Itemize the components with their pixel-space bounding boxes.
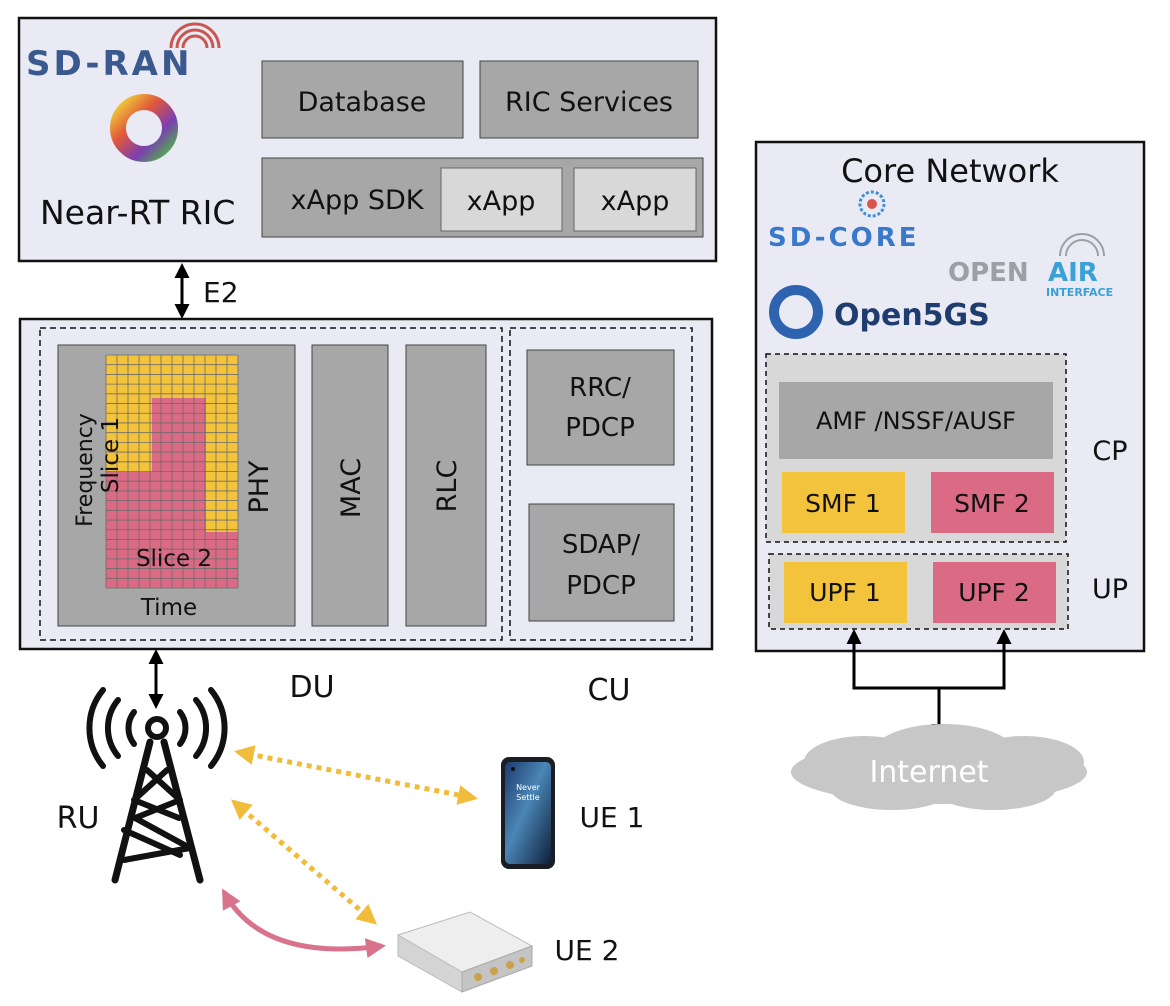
xapp-sdk-block: xApp SDK xApp xApp bbox=[261, 157, 704, 238]
oai-signal-icon bbox=[1059, 233, 1105, 257]
database-label: Database bbox=[298, 87, 427, 118]
open5gs-logo: Open5GS bbox=[769, 285, 990, 339]
internet-cloud-icon bbox=[791, 724, 1087, 810]
core-network-panel: Core Network SD-CORE OPEN AIR INTERFACE … bbox=[754, 140, 1146, 653]
mac-block: MAC bbox=[311, 344, 389, 627]
sdap-label: SDAP/ bbox=[562, 530, 641, 560]
sdcore-logo-text: SD-CORE bbox=[768, 223, 920, 253]
near-rt-ric-panel: SD-RAN Near-RT RIC Database RIC Services… bbox=[17, 16, 718, 263]
sdap-pdcp-block: SDAP/ PDCP bbox=[528, 503, 675, 622]
rrc-pdcp-label: PDCP bbox=[565, 413, 635, 443]
cu-label: CU bbox=[588, 673, 631, 708]
time-axis-label: Time bbox=[140, 595, 197, 621]
sdcore-logo: SD-CORE bbox=[768, 190, 920, 253]
ue1-wireless-link bbox=[234, 745, 478, 805]
cp-label: CP bbox=[1092, 436, 1127, 467]
rrc-label: RRC/ bbox=[569, 373, 631, 403]
ric-services-block: RIC Services bbox=[479, 60, 699, 139]
du-label: DU bbox=[289, 670, 334, 705]
xapp-1-box bbox=[440, 167, 563, 232]
xapp-1-label: xApp bbox=[467, 186, 536, 217]
upf2-label: UPF 2 bbox=[958, 578, 1030, 607]
ue2-wired-link bbox=[221, 888, 386, 959]
ran-panel: Slice 1 Slice 2 Frequency Time PHY MAC R… bbox=[18, 317, 714, 651]
frequency-axis-label: Frequency bbox=[73, 413, 98, 527]
ue1-label: UE 1 bbox=[580, 801, 645, 834]
resource-grid bbox=[105, 354, 239, 589]
upf1-label: UPF 1 bbox=[809, 578, 881, 607]
ru-tower-icon bbox=[86, 687, 228, 884]
smf2-block bbox=[931, 472, 1054, 533]
sdcore-gear-icon bbox=[858, 190, 886, 218]
ue2-label: UE 2 bbox=[555, 934, 620, 967]
phy-label: PHY bbox=[244, 460, 275, 514]
xapp-2-label: xApp bbox=[601, 186, 670, 217]
oai-logo: OPEN AIR INTERFACE bbox=[948, 233, 1113, 299]
ric-title: Near-RT RIC bbox=[40, 193, 235, 232]
database-block: Database bbox=[261, 60, 464, 139]
phone-screen-line-2: Settle bbox=[516, 793, 539, 802]
ric-ring-logo-icon bbox=[110, 94, 178, 162]
rlc-block: RLC bbox=[405, 344, 487, 627]
internet-label: Internet bbox=[869, 755, 988, 790]
mac-label: MAC bbox=[336, 458, 367, 518]
oai-open-text: OPEN bbox=[948, 258, 1029, 288]
phone-screen-line-1: Never bbox=[516, 783, 541, 792]
xapp-sdk-label: xApp SDK bbox=[291, 185, 425, 216]
sdran-logo-text: SD-RAN bbox=[26, 44, 192, 84]
e2-interface: E2 bbox=[174, 263, 239, 319]
smf2-label: SMF 2 bbox=[954, 489, 1030, 518]
slice-1-label: Slice 1 bbox=[98, 417, 124, 493]
amf-label: AMF /NSSF/AUSF bbox=[816, 407, 1016, 435]
sdran-logo: SD-RAN bbox=[26, 22, 221, 84]
sdran-signal-icon bbox=[169, 22, 221, 49]
slice-2-label: Slice 2 bbox=[136, 546, 212, 572]
cu-dashed-boundary bbox=[509, 327, 693, 641]
open5gs-logo-text: Open5GS bbox=[834, 298, 990, 333]
rrc-pdcp-block: RRC/ PDCP bbox=[526, 349, 675, 466]
smf1-label: SMF 1 bbox=[805, 489, 881, 518]
ue1-phone-icon: Never Settle bbox=[501, 757, 555, 869]
core-network-title: Core Network bbox=[841, 152, 1059, 190]
ru-label: RU bbox=[57, 801, 100, 836]
upf1-block bbox=[784, 562, 907, 623]
upf2-block bbox=[933, 562, 1056, 623]
ue2-wireless-link bbox=[230, 799, 378, 925]
oai-air-text: AIR bbox=[1048, 258, 1098, 288]
du-dashed-boundary bbox=[39, 327, 503, 641]
up-label: UP bbox=[1092, 574, 1128, 605]
smf1-block bbox=[782, 472, 905, 533]
phy-block: Slice 1 Slice 2 Frequency Time PHY bbox=[57, 344, 296, 627]
ric-services-label: RIC Services bbox=[505, 87, 673, 118]
xapp-2-box bbox=[573, 167, 697, 232]
amf-block bbox=[779, 382, 1053, 459]
ue2-sdr-device-icon bbox=[396, 911, 534, 993]
sdap-pdcp-label: PDCP bbox=[566, 571, 636, 601]
open5gs-ring-icon bbox=[769, 285, 823, 339]
e2-label: E2 bbox=[203, 276, 239, 309]
oai-interface-text: INTERFACE bbox=[1046, 286, 1113, 299]
rlc-label: RLC bbox=[432, 460, 463, 513]
